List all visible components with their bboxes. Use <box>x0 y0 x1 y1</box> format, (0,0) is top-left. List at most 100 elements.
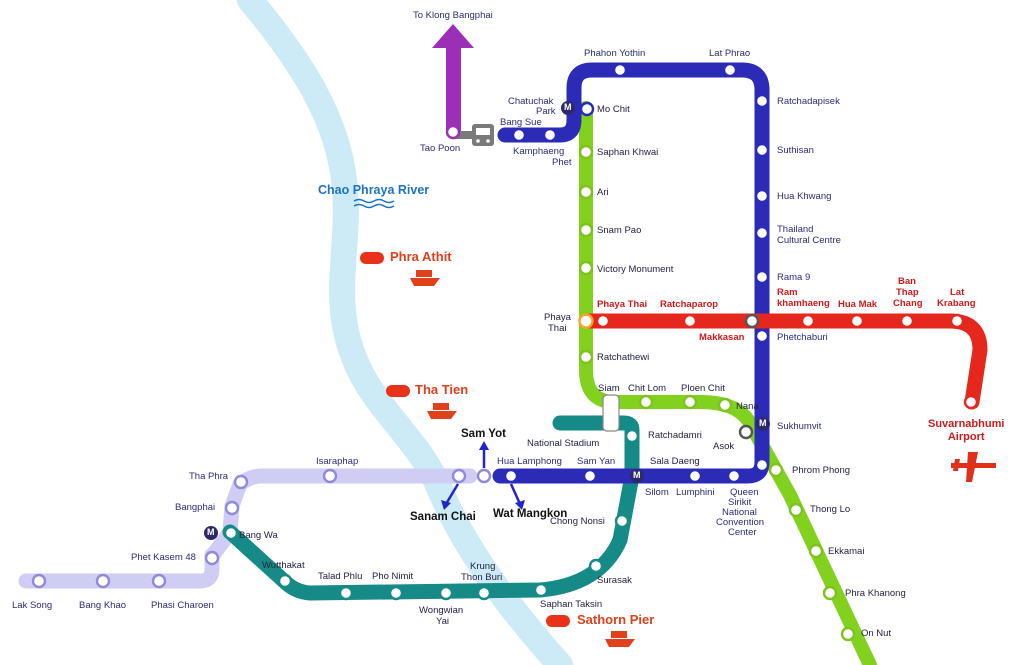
boat-icons <box>410 270 635 647</box>
station-label: Rama 9 <box>777 272 811 283</box>
station <box>588 558 604 574</box>
station-label: Ban <box>898 276 916 287</box>
station-label: Lat <box>950 287 965 298</box>
station <box>687 468 703 484</box>
station-label: Center <box>728 527 757 538</box>
station-label: Saphan Taksin <box>540 599 603 610</box>
station-label: Phaya <box>544 312 571 323</box>
station <box>754 93 770 109</box>
airport-label-line2: Airport <box>947 431 985 443</box>
station <box>438 585 454 601</box>
pier-label-tha-tien: Tha Tien <box>415 382 469 397</box>
station-label: Silom <box>645 487 669 498</box>
station <box>808 543 824 559</box>
pier-label-sathorn: Sathorn Pier <box>577 612 655 627</box>
wave-icon <box>353 198 395 209</box>
station <box>578 260 594 276</box>
river-label: Chao Phraya River <box>318 183 430 197</box>
station-label: Siam <box>598 383 620 394</box>
station <box>738 424 754 440</box>
station-label: Makkasan <box>699 332 745 343</box>
station <box>726 468 742 484</box>
station-label: Sala Daeng <box>650 456 700 467</box>
airport-label: Suvarnabhumi Airport <box>928 418 1004 444</box>
metro-marker-label: M <box>633 470 641 480</box>
station <box>754 457 770 473</box>
metro-marker-label: M <box>759 418 767 428</box>
station-label: Ram <box>777 287 798 298</box>
station <box>800 313 816 329</box>
station-label: khamhaeng <box>777 298 830 309</box>
station <box>849 313 865 329</box>
station-label: Krung <box>470 561 496 572</box>
station <box>754 269 770 285</box>
station <box>451 468 467 484</box>
station-label: Suthisan <box>777 145 814 156</box>
station-label: Bang Sue <box>500 117 542 128</box>
station-label: Ploen Chit <box>681 383 725 394</box>
station <box>579 101 595 117</box>
siam-interchange <box>602 394 620 432</box>
station <box>445 124 461 140</box>
station-label: Thai <box>548 323 567 334</box>
chao-phraya-river <box>237 0 573 665</box>
purple-arrow <box>432 24 475 139</box>
pier-markers <box>360 252 570 627</box>
green-line <box>579 101 877 665</box>
station <box>754 225 770 241</box>
station-label: Bang Wa <box>239 530 278 541</box>
station-label: Thap <box>896 287 919 298</box>
bus-icon <box>472 124 494 146</box>
station <box>754 142 770 158</box>
station-label: Sanam Chai <box>410 511 476 523</box>
station <box>578 349 594 365</box>
station-label: Snam Pao <box>597 225 642 236</box>
station-label: Chatuchak <box>508 96 554 107</box>
station-label: Sukhumvit <box>777 421 822 432</box>
station <box>533 582 549 598</box>
station <box>963 394 979 410</box>
station-label: Hua Khwang <box>777 191 832 202</box>
station <box>476 585 492 601</box>
station-label: Lat Phrao <box>709 48 751 59</box>
airplane-icon <box>951 452 996 482</box>
station <box>754 328 770 344</box>
station-label: Ratchathewi <box>597 352 650 363</box>
station <box>614 513 630 529</box>
station <box>511 127 527 143</box>
station-label: Ratchadamri <box>648 430 702 441</box>
station-label: Phet <box>552 157 572 168</box>
station-label: National <box>722 507 757 518</box>
station-label: Hua Mak <box>838 299 878 310</box>
station-label: Wat Mangkon <box>493 508 568 520</box>
station-label: Phaya Thai <box>597 299 648 310</box>
station-label: Tao Poon <box>420 143 461 154</box>
station <box>768 462 784 478</box>
station-label: Ekkamai <box>828 546 865 557</box>
station-label: Pho Nimit <box>372 571 414 582</box>
station <box>612 62 628 78</box>
station <box>624 428 640 444</box>
metro-marker-icons <box>204 101 770 540</box>
station <box>682 313 698 329</box>
station <box>754 188 770 204</box>
station-label: Tha Phra <box>189 471 229 482</box>
station-label: Phetchaburi <box>777 332 828 343</box>
station <box>840 626 856 642</box>
station-label: Krabang <box>937 298 976 309</box>
lavender-line <box>18 468 478 589</box>
station <box>31 573 47 589</box>
station <box>95 573 111 589</box>
station-label: Sirikit <box>728 497 752 508</box>
station-label: Isaraphap <box>316 456 359 467</box>
station-label: Convention <box>716 517 765 528</box>
station <box>682 394 698 410</box>
station <box>744 313 760 329</box>
station <box>578 313 594 329</box>
station-label: Talad Phlu <box>318 571 363 582</box>
station <box>388 585 404 601</box>
station-label: Victory Monument <box>597 264 674 275</box>
station-label: Yai <box>436 616 450 627</box>
station-label: Wutthakat <box>262 560 305 571</box>
